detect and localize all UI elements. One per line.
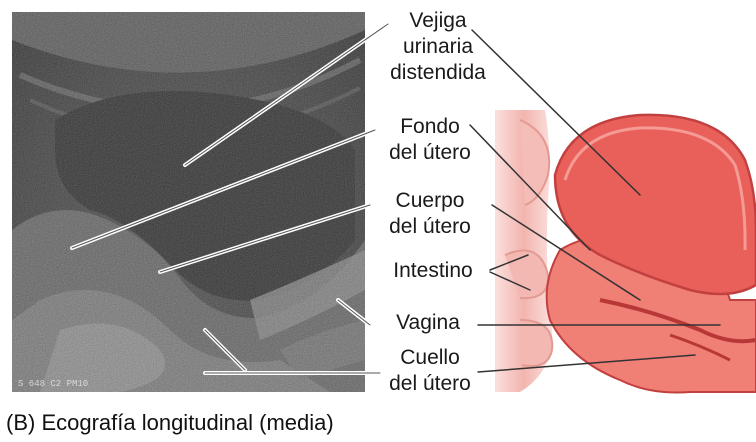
- label-intestino: Intestino: [378, 258, 488, 284]
- label-cuerpo-line1: Cuerpo: [375, 188, 485, 214]
- label-fondo-line2: del útero: [375, 140, 485, 166]
- label-vagina-line1: Vagina: [378, 310, 478, 336]
- label-vejiga: Vejiga urinaria distendida: [378, 8, 498, 86]
- label-vejiga-line3: distendida: [378, 60, 498, 86]
- label-fondo: Fondo del útero: [375, 114, 485, 166]
- label-cuello: Cuello del útero: [375, 345, 485, 397]
- label-cuerpo-line2: del útero: [375, 214, 485, 240]
- label-cuerpo: Cuerpo del útero: [375, 188, 485, 240]
- label-intestino-line1: Intestino: [378, 258, 488, 284]
- label-cuello-line1: Cuello: [375, 345, 485, 371]
- scan-overlay-text: S 648 C2 PM10: [18, 379, 88, 389]
- figure-caption: (B) Ecografía longitudinal (media): [6, 408, 334, 438]
- label-fondo-line1: Fondo: [375, 114, 485, 140]
- label-cuello-line2: del útero: [375, 371, 485, 397]
- label-vagina: Vagina: [378, 310, 478, 336]
- label-vejiga-line1: Vejiga: [378, 8, 498, 34]
- label-vejiga-line2: urinaria: [378, 34, 498, 60]
- anatomy-illustration: [495, 110, 756, 393]
